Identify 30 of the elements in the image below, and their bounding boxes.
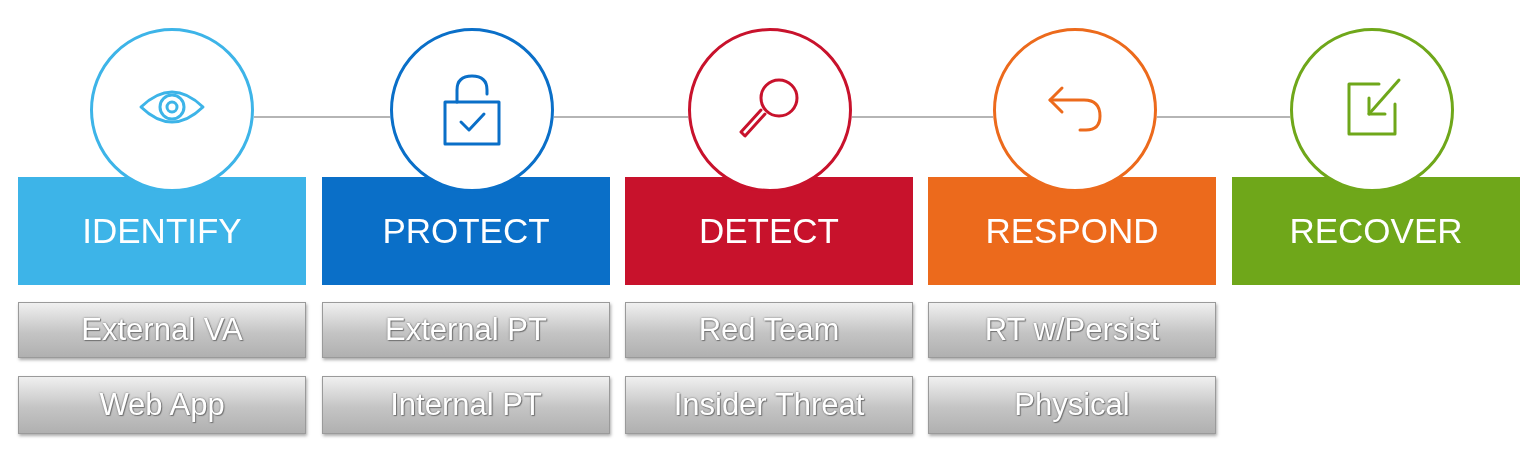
phase-title: IDENTIFY [82, 211, 242, 251]
phase-title: RESPOND [985, 211, 1159, 251]
phase-title: DETECT [699, 211, 839, 251]
activity-label: Red Team [698, 312, 840, 348]
connector-line [253, 116, 391, 118]
connector-line [553, 116, 689, 118]
activity-label: Insider Threat [673, 387, 865, 423]
phase-banner [625, 177, 913, 285]
activity-tile [18, 302, 306, 358]
phase-banner [18, 177, 306, 285]
activity-label: RT w/Persist [984, 312, 1160, 348]
connector-line [851, 116, 994, 118]
activity-tile [322, 302, 610, 358]
connector-line [1156, 116, 1291, 118]
activity-tile [322, 376, 610, 434]
activity-label: Physical [1014, 387, 1130, 423]
activity-label: External PT [385, 312, 547, 348]
phase-banner [928, 177, 1216, 285]
activity-tile [625, 302, 913, 358]
activity-tile [625, 376, 913, 434]
phase-title: PROTECT [382, 211, 550, 251]
activity-tile [928, 376, 1216, 434]
phase-banner [322, 177, 610, 285]
activity-label: Web App [99, 387, 225, 423]
activity-label: Internal PT [390, 387, 542, 423]
phase-banner [1232, 177, 1520, 285]
activity-tile [928, 302, 1216, 358]
phase-title: RECOVER [1289, 211, 1463, 251]
activity-label: External VA [81, 312, 243, 348]
activity-tile [18, 376, 306, 434]
